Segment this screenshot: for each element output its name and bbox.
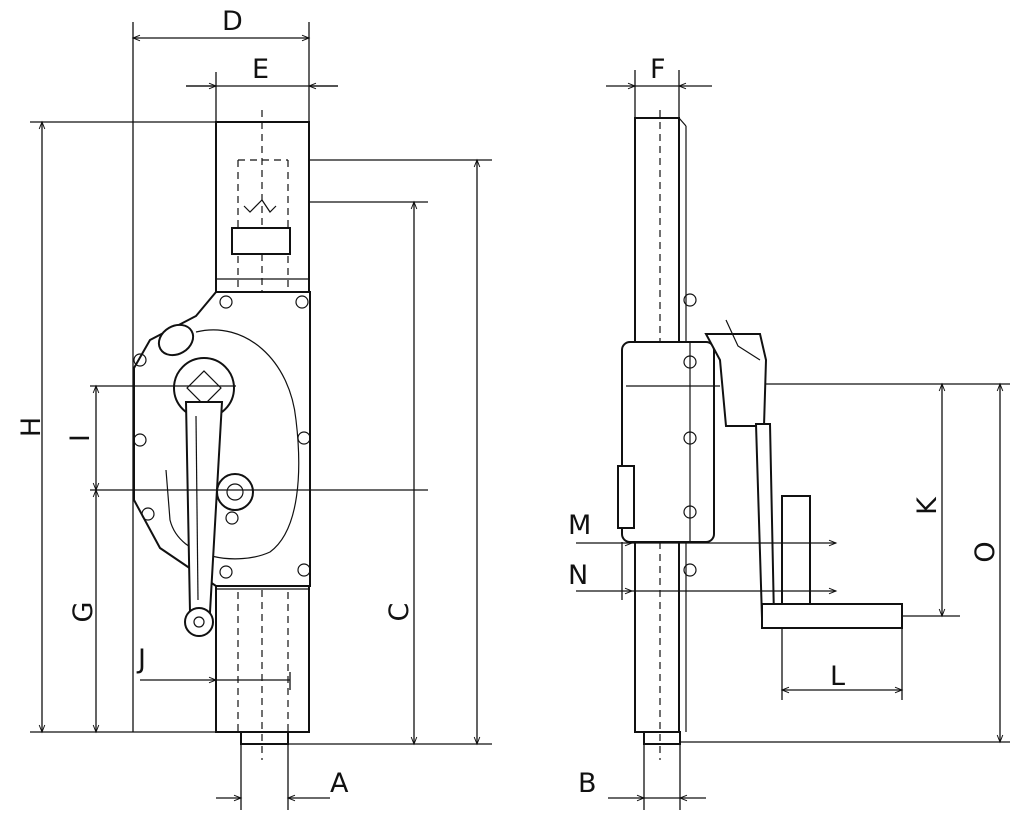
- label-C: C: [384, 603, 415, 622]
- side-bolts: [683, 293, 697, 577]
- dimension-labels: D E F H I G C J A B M N K O L: [16, 6, 1001, 799]
- front-dimensions: [30, 22, 492, 810]
- side-view: [617, 110, 903, 760]
- label-D: D: [222, 6, 243, 37]
- label-F: F: [650, 54, 666, 85]
- label-H: H: [16, 417, 47, 437]
- side-dimensions: [576, 70, 1010, 810]
- label-A: A: [330, 768, 349, 799]
- label-M: M: [568, 510, 591, 541]
- label-E: E: [252, 54, 269, 85]
- label-B: B: [578, 768, 597, 799]
- label-J: J: [136, 644, 146, 675]
- front-view: [90, 110, 428, 760]
- side-lever: [754, 423, 776, 619]
- label-O: O: [970, 541, 1001, 562]
- label-N: N: [568, 560, 588, 591]
- side-handle: [761, 603, 903, 629]
- side-housing: [621, 341, 715, 543]
- head-slot: [231, 227, 291, 255]
- label-K: K: [912, 496, 943, 515]
- side-toe: [643, 731, 681, 745]
- label-I: I: [65, 434, 96, 442]
- front-toe: [240, 731, 289, 745]
- rivets: [133, 295, 311, 579]
- handle-grip: [184, 607, 214, 637]
- label-G: G: [68, 602, 99, 623]
- label-L: L: [830, 661, 845, 692]
